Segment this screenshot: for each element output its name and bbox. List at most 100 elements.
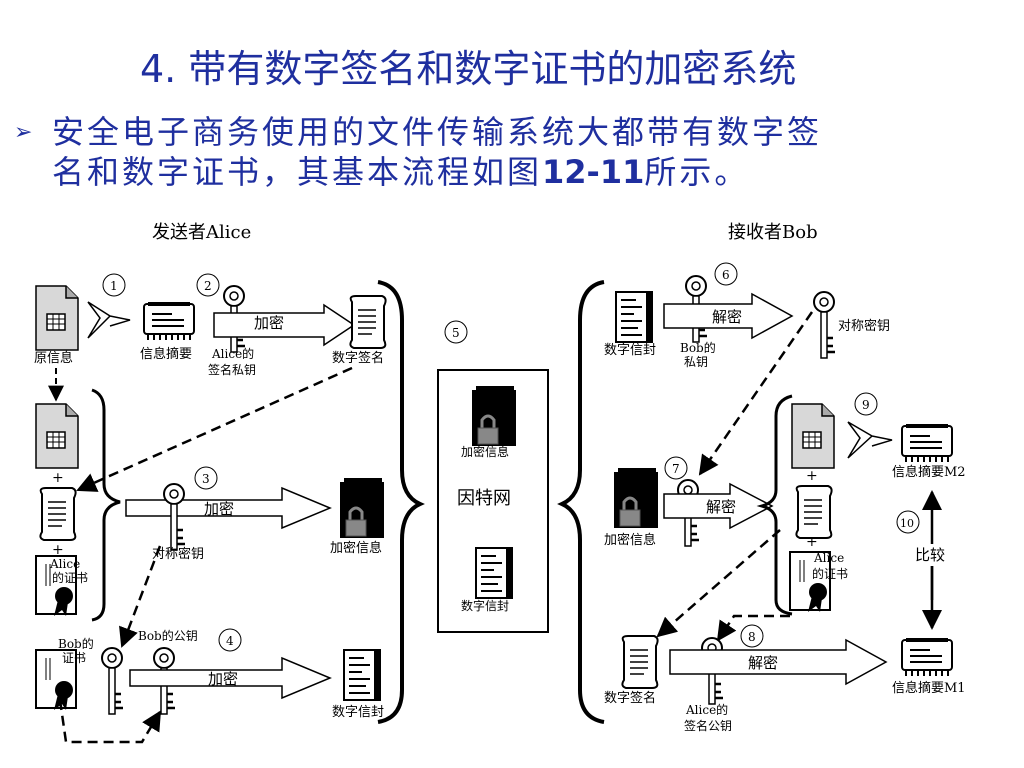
bob-private-key-label-1: Bob的 <box>680 340 716 355</box>
sender-label: 发送者Alice <box>152 222 251 243</box>
step-2-badge <box>196 273 220 297</box>
step-10: 10 <box>900 517 914 530</box>
symmetric-key-icon <box>162 482 187 552</box>
step-8-badge <box>740 624 764 648</box>
recovered-symmetric-key-label: 对称密钥 <box>838 318 890 334</box>
bullet-marker-icon: ➢ <box>14 120 33 145</box>
internet-label: 因特网 <box>457 488 511 509</box>
signature-icon <box>349 295 387 349</box>
sender-big-brace <box>377 280 425 724</box>
plus-3: + <box>806 468 818 484</box>
step-9-badge <box>854 392 878 416</box>
internet-envelope-label: 数字信封 <box>461 598 509 613</box>
step-7-badge <box>664 456 688 480</box>
page-title: 4. 带有数字签名和数字证书的加密系统 <box>140 47 797 91</box>
digest-m1-icon <box>900 638 954 678</box>
plus-1: + <box>52 470 64 486</box>
bob-public-key-label: Bob的公钥 <box>138 628 198 643</box>
step-3: 3 <box>202 472 210 486</box>
envelope-label-1: 数字信封 <box>332 705 384 720</box>
bullet-line-2b: 所示。 <box>644 153 750 191</box>
step-6: 6 <box>722 268 730 282</box>
alice-cert-label-2: 的证书 <box>52 570 88 585</box>
step-7: 7 <box>672 462 680 476</box>
original-info-label: 原信息 <box>34 350 73 366</box>
encrypt-label-1: 加密 <box>254 314 284 332</box>
compare-label-bg <box>912 544 952 566</box>
dashed-cert-arrow <box>58 699 162 744</box>
step-10-badge <box>896 510 920 534</box>
encrypt-arrow-3-icon <box>125 486 332 530</box>
receiver-big-brace <box>557 280 605 724</box>
bundle-signature-icon <box>39 487 77 541</box>
envelope-icon-1 <box>343 649 381 701</box>
bundle-doc-icon <box>35 403 79 469</box>
received-doc-icon <box>791 403 835 469</box>
decrypt-label-7: 解密 <box>706 498 736 516</box>
alice-cert-label-1: Alice <box>49 557 80 571</box>
received-alice-cert-label-2: 的证书 <box>812 566 848 581</box>
dashed-cert-out-arrow <box>716 614 790 642</box>
internet-encrypted-info-label: 加密信息 <box>461 444 509 459</box>
receiver-bundle-brace <box>756 394 793 616</box>
received-envelope-label: 数字信封 <box>604 343 656 358</box>
encrypt-arrow-4-icon <box>129 656 332 700</box>
decrypt-label-8: 解密 <box>748 654 778 672</box>
encrypted-info-icon <box>338 476 386 540</box>
decrypt-label-6: 解密 <box>712 308 742 326</box>
received-signature-icon <box>795 485 833 539</box>
step-2: 2 <box>204 279 212 293</box>
bob-cert-label-2: 证书 <box>62 651 86 665</box>
chevron-arrow-9-icon <box>847 421 893 459</box>
plus-4: + <box>806 534 818 550</box>
digest-m2-label: 信息摘要M2 <box>892 464 966 480</box>
plus-2: + <box>52 542 64 558</box>
step-9: 9 <box>862 398 870 412</box>
decrypt-arrow-6-icon <box>663 292 794 340</box>
symmetric-key-label: 对称密钥 <box>152 546 204 562</box>
step-1: 1 <box>110 279 118 293</box>
encrypted-info-label: 加密信息 <box>330 540 382 556</box>
step-4: 4 <box>226 634 234 648</box>
internet-encrypted-info-icon <box>470 384 518 448</box>
step-1-badge <box>102 273 126 297</box>
step-8: 8 <box>748 630 756 644</box>
bullet-text: 安全电子商务使用的文件传输系统大都带有数字签 名和数字证书，其基本流程如图12-… <box>52 112 952 192</box>
dashed-signature-out-arrow <box>656 529 781 638</box>
recovered-symmetric-key-icon <box>812 290 837 360</box>
bob-cert-key-icon <box>100 646 125 716</box>
original-info-icon <box>35 285 79 351</box>
step-4-badge <box>218 628 242 652</box>
signature-label: 数字签名 <box>332 350 384 366</box>
digest-m2-icon <box>900 424 954 464</box>
digest-icon <box>142 302 196 342</box>
received-alice-cert-label-1: Alice <box>813 551 844 565</box>
bundle-brace <box>91 388 121 622</box>
alice-sign-key-label-1: Alice的 <box>211 346 254 361</box>
decrypt-arrow-8-icon <box>669 638 888 686</box>
bullet-line-2a: 名和数字证书，其基本流程如图 <box>52 153 543 191</box>
chevron-arrow-1-icon <box>87 301 131 339</box>
alice-sign-pub-label-2: 签名公钥 <box>684 718 732 733</box>
dashed-signature-arrow <box>76 366 353 492</box>
digest-m1-label: 信息摘要M1 <box>892 680 966 696</box>
step-5: 5 <box>452 326 460 340</box>
received-envelope-icon <box>615 291 653 343</box>
bob-cert-label-1: Bob的 <box>58 636 94 651</box>
step-3-badge <box>194 466 218 490</box>
received-encrypted-info-icon <box>612 466 660 530</box>
dashed-key-arrow <box>119 545 162 648</box>
bob-private-key-label-2: 私钥 <box>684 355 708 369</box>
dashed-symkey-arrow <box>698 311 814 476</box>
encrypt-label-3: 加密 <box>204 500 234 518</box>
receiver-label: 接收者Bob <box>728 222 818 243</box>
compare-label: 比较 <box>915 546 945 564</box>
received-encrypted-info-label: 加密信息 <box>604 532 656 548</box>
step-6-badge <box>714 262 738 286</box>
verify-signature-label: 数字签名 <box>604 690 656 706</box>
bullet-line-1: 安全电子商务使用的文件传输系统大都带有数字签 <box>52 113 823 151</box>
verify-signature-icon <box>621 635 659 689</box>
digest-label: 信息摘要 <box>140 346 192 362</box>
alice-sign-pub-label-1: Alice的 <box>685 702 728 717</box>
